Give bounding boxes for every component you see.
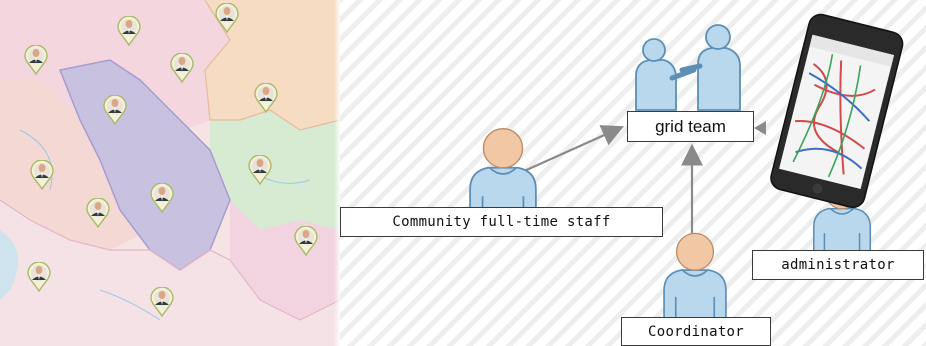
arrow-administrator-to-grid-team [754, 121, 766, 135]
arrow-staff-to-grid-team [521, 125, 625, 174]
grid-team-label: grid team [655, 116, 726, 136]
district-map-image [0, 0, 341, 346]
handshake-figures-icon [635, 24, 741, 111]
smartphone-map-icon [770, 13, 904, 209]
community-staff-node: Community full-time staff [340, 207, 663, 237]
administrator-label: administrator [781, 257, 895, 273]
grid-team-node: grid team [627, 111, 754, 142]
administrator-node: administrator [752, 250, 924, 280]
coordinator-node: Coordinator [621, 317, 771, 346]
community-staff-label: Community full-time staff [392, 214, 611, 230]
coordinator-label: Coordinator [647, 323, 745, 340]
